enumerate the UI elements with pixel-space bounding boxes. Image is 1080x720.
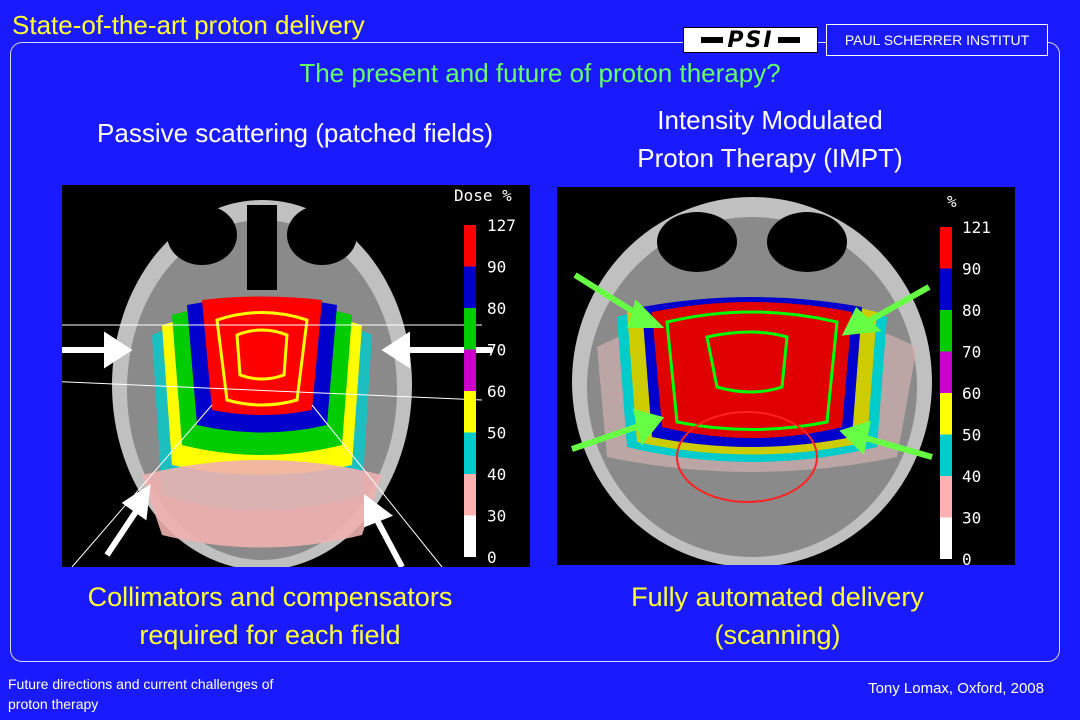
scale-label: 90 — [487, 258, 506, 277]
scale-swatch — [464, 515, 476, 557]
slide-subtitle: The present and future of proton therapy… — [299, 58, 781, 88]
right-caption-line1: Fully automated delivery — [631, 582, 924, 612]
slide-frame — [10, 42, 1060, 662]
scale-swatch — [464, 432, 476, 474]
beam-arrows — [62, 331, 492, 567]
right-heading-line1: Intensity Modulated — [657, 105, 883, 135]
target-contour-inner — [235, 328, 289, 381]
scale-label: 80 — [962, 301, 981, 320]
scale-swatch — [464, 474, 476, 516]
scale-swatch — [464, 308, 476, 350]
airway-left — [657, 212, 737, 272]
footer-line1: Future directions and current challenges… — [8, 676, 274, 692]
left-dose-scale: 127 90 80 70 60 50 40 30 0 — [464, 216, 516, 567]
spinal-cord-contour — [676, 411, 818, 503]
scale-label: 70 — [962, 343, 981, 362]
scale-swatch — [940, 227, 952, 269]
left-dose-image: Dose % 127 90 80 70 60 50 40 30 0 — [62, 185, 530, 567]
logo-bar-left — [701, 37, 724, 43]
institute-name: PAUL SCHERRER INSTITUT — [826, 24, 1048, 56]
psi-logo: PSI — [683, 27, 818, 53]
left-caption-line1: Collimators and compensators — [87, 582, 453, 612]
right-scale-title: % — [947, 192, 957, 211]
airway-right — [287, 205, 357, 265]
scale-label: 50 — [487, 424, 506, 443]
scale-label: 90 — [962, 260, 981, 279]
scale-swatch — [464, 266, 476, 308]
logo-text: PSI — [727, 27, 774, 53]
scale-label: 0 — [487, 548, 497, 567]
airway-right — [767, 212, 847, 272]
scale-label: 30 — [962, 509, 981, 528]
footer-line2: proton therapy — [8, 696, 99, 712]
scale-swatch — [940, 434, 952, 476]
scale-label: 127 — [487, 216, 516, 235]
right-heading: Intensity Modulated Proton Therapy (IMPT… — [560, 101, 980, 177]
scale-label: 121 — [962, 218, 991, 237]
right-dose-scale: 121 90 80 70 60 50 40 30 0 — [940, 218, 991, 565]
right-caption: Fully automated delivery (scanning) — [560, 578, 995, 654]
left-dose-svg: Dose % 127 90 80 70 60 50 40 30 0 — [62, 186, 516, 567]
scale-label: 0 — [962, 550, 972, 565]
scale-swatch — [464, 391, 476, 433]
left-scale-title: Dose % — [454, 186, 512, 205]
scale-label: 40 — [487, 465, 506, 484]
right-dose-image: % 121 90 80 70 60 50 40 30 0 — [557, 187, 1015, 565]
scanning-arrows — [571, 272, 933, 460]
scale-label: 80 — [487, 299, 506, 318]
scale-swatch — [464, 349, 476, 391]
scale-swatch — [940, 517, 952, 559]
scale-swatch — [464, 225, 476, 267]
scale-label: 60 — [962, 384, 981, 403]
footer-talk-title: Future directions and current challenges… — [8, 674, 388, 714]
target-contour — [215, 311, 309, 407]
target-contour-inner — [705, 330, 789, 394]
dose-wash-high — [652, 302, 852, 438]
slide-title: State-of-the-art proton delivery — [12, 10, 365, 40]
right-dose-svg: % 121 90 80 70 60 50 40 30 0 — [571, 192, 991, 565]
scale-swatch — [940, 268, 952, 310]
footer-author: Tony Lomax, Oxford, 2008 — [868, 680, 1044, 697]
logo-bar-right — [777, 37, 800, 43]
scale-label: 30 — [487, 507, 506, 526]
left-heading: Passive scattering (patched fields) — [97, 118, 493, 148]
scale-swatch — [940, 393, 952, 435]
right-caption-line2: (scanning) — [714, 620, 841, 650]
dose-wash-high — [202, 296, 322, 415]
scale-swatch — [940, 310, 952, 352]
scale-swatch — [940, 351, 952, 393]
nasal-cavity — [247, 205, 277, 290]
scale-label: 70 — [487, 341, 506, 360]
scale-swatch — [940, 476, 952, 518]
field-line-3 — [71, 404, 213, 567]
field-line-4 — [311, 404, 443, 567]
scale-label: 60 — [487, 382, 506, 401]
right-heading-line2: Proton Therapy (IMPT) — [637, 143, 903, 173]
scale-label: 40 — [962, 467, 981, 486]
airway-left — [167, 205, 237, 265]
left-caption-line2: required for each field — [139, 620, 401, 650]
scale-label: 50 — [962, 426, 981, 445]
field-line-2 — [62, 381, 483, 401]
left-caption: Collimators and compensators required fo… — [20, 578, 520, 654]
target-contour — [665, 310, 839, 431]
dose-wash-30 — [142, 460, 382, 548]
